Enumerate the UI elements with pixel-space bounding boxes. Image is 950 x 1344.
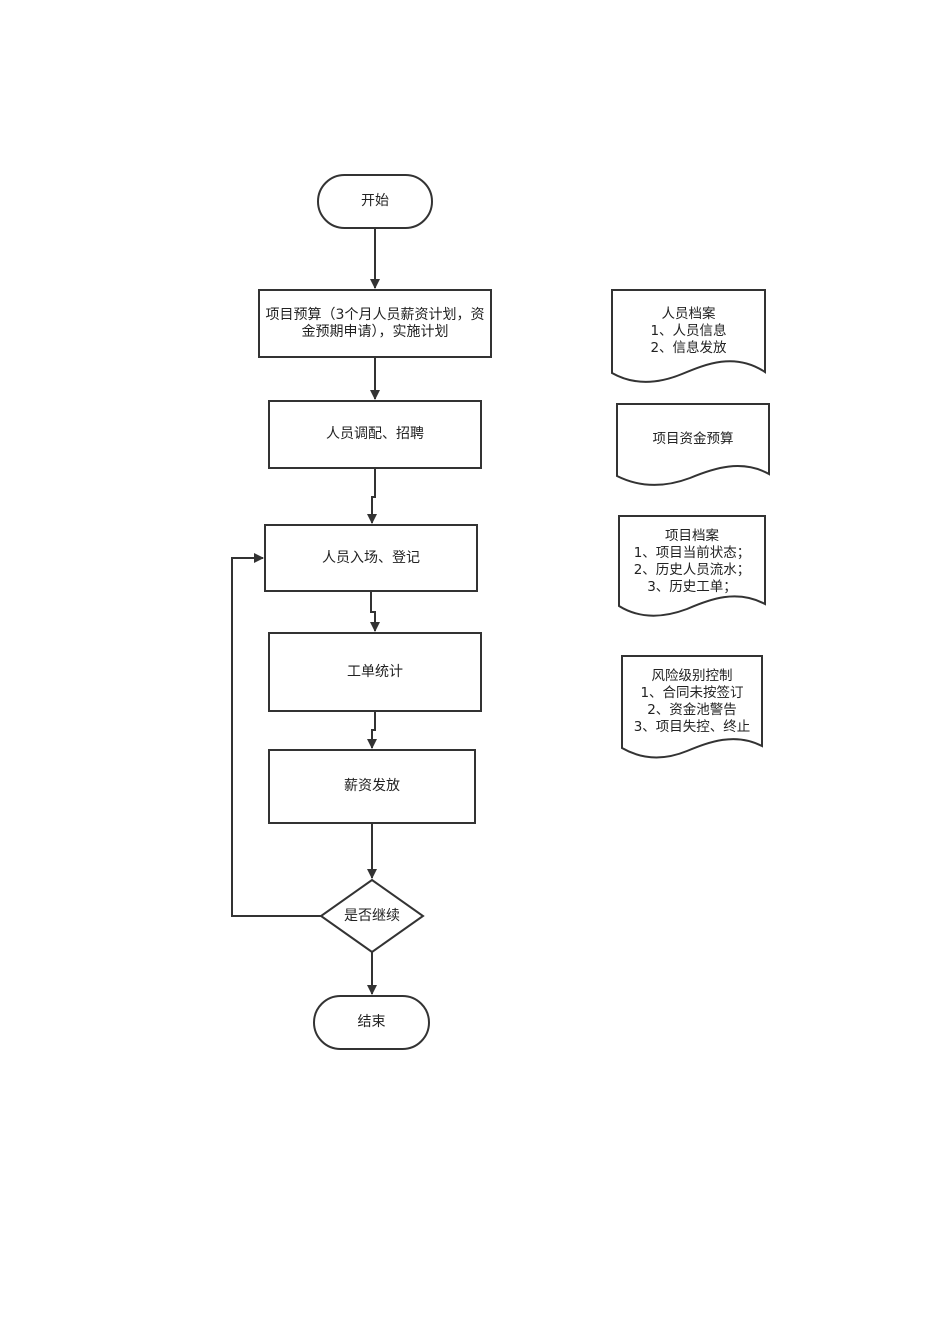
connector-staffing-onboarding xyxy=(367,468,377,524)
project-file-line: 1、项目当前状态； xyxy=(633,545,751,561)
risk-control-title: 风险级别控制 xyxy=(651,668,733,684)
project-file-text: 项目档案 1、项目当前状态； 2、历史人员流水； 3、历史工单； xyxy=(619,522,765,602)
risk-control-line: 2、资金池警告 xyxy=(647,702,737,718)
budget-label: 项目预算（3个月人员薪资计划，资金预期申请），实施计划 xyxy=(265,306,485,340)
project-budget-title: 项目资金预算 xyxy=(652,430,734,447)
risk-control-line: 1、合同未按签订 xyxy=(640,685,744,701)
project-budget-text: 项目资金预算 xyxy=(617,410,769,468)
risk-control-document xyxy=(621,655,763,759)
personnel-file-title: 人员档案 xyxy=(661,305,716,322)
personnel-file-line: 1、人员信息 xyxy=(650,322,727,339)
project-file-line: 3、历史工单； xyxy=(647,579,737,595)
budget-process-box xyxy=(258,289,492,358)
project-file-line: 2、历史人员流水； xyxy=(633,562,751,578)
decision-label: 是否继续 xyxy=(344,907,400,924)
work-order-label: 工单统计 xyxy=(347,663,403,680)
onboarding-process-box xyxy=(264,524,478,592)
staffing-label: 人员调配、招聘 xyxy=(326,426,424,442)
connector-onboarding-work-order xyxy=(370,591,380,632)
staffing-process-box xyxy=(268,400,482,469)
end-label: 结束 xyxy=(357,1014,386,1030)
payroll-label: 薪资发放 xyxy=(344,778,400,794)
start-label: 开始 xyxy=(361,193,389,209)
project-budget-document xyxy=(616,403,770,486)
project-file-title: 项目档案 xyxy=(665,528,719,544)
personnel-file-line: 2、信息发放 xyxy=(650,339,727,356)
risk-control-line: 3、项目失控、终止 xyxy=(633,719,751,735)
onboarding-label: 人员入场、登记 xyxy=(322,549,420,566)
personnel-file-text: 人员档案 1、人员信息 2、信息发放 xyxy=(612,298,765,364)
connector-work-order-payroll xyxy=(367,711,377,749)
end-terminator xyxy=(313,995,430,1050)
personnel-file-document xyxy=(611,289,766,383)
risk-control-text: 风险级别控制 1、合同未按签订 2、资金池警告 3、项目失控、终止 xyxy=(622,662,762,742)
connector-loop-back xyxy=(231,553,321,917)
project-file-document xyxy=(618,515,766,617)
